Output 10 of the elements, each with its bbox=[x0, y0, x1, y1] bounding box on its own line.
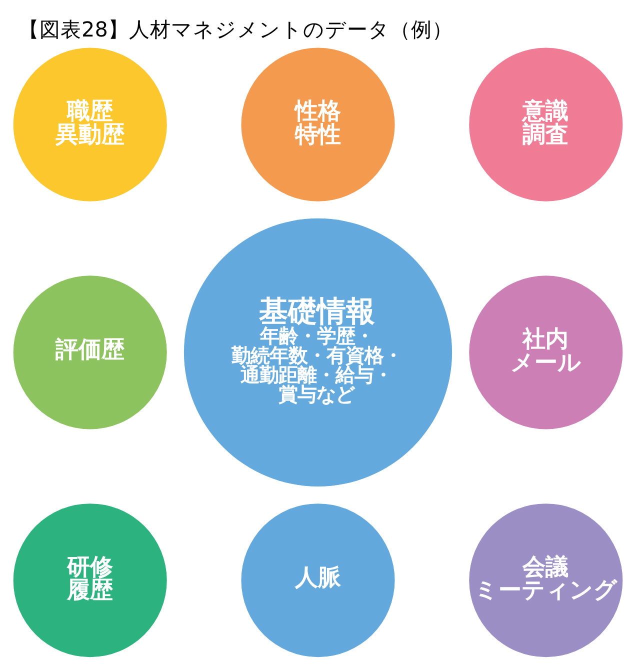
node-circle: 研修履歴 bbox=[13, 503, 167, 657]
node-circle: 社内メール bbox=[469, 275, 623, 429]
node-circle: 評価歴 bbox=[13, 275, 167, 429]
node-circle: 職歴異動歴 bbox=[13, 47, 167, 201]
node-circle: 意識調査 bbox=[469, 47, 623, 201]
diagram-title: 【図表28】人材マネジメントのデータ（例） bbox=[18, 16, 453, 41]
node-circle: 人脈 bbox=[241, 503, 395, 657]
node-circle: 会議ミーティング bbox=[469, 503, 623, 657]
node-circle: 性格特性 bbox=[241, 47, 395, 201]
node-circle: 基礎情報 年齢・学歴・勤続年数・有資格・通勤距離・給与・賞与など bbox=[184, 218, 452, 486]
